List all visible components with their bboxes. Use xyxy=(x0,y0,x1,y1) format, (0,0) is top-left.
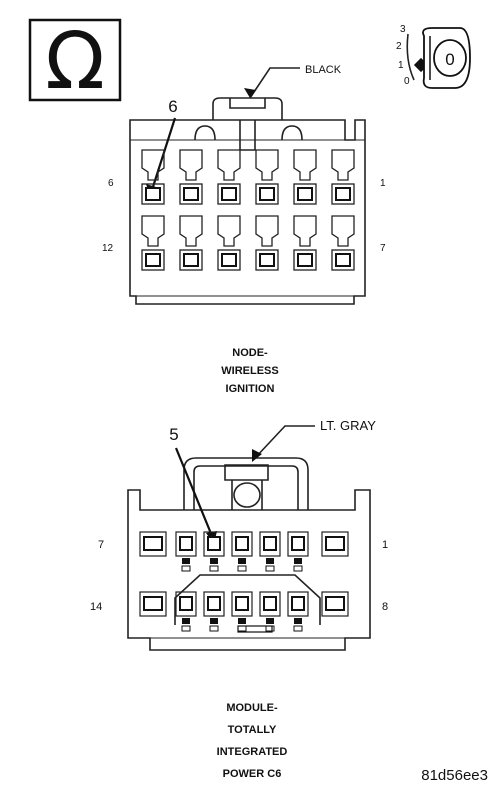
top-cavity-pin-3 xyxy=(255,149,279,205)
top-cavity-pin-9 xyxy=(255,215,279,271)
connector-top: BLACK 6 6 1 12 7 NODE- WIRELESS IGNITION xyxy=(102,64,386,395)
connector-top-color-label: BLACK xyxy=(305,64,342,76)
connector-bottom-pin-8-label: 8 xyxy=(382,601,388,613)
top-cavity-pin-10 xyxy=(217,215,241,271)
bottom-cavity-pin-8 xyxy=(321,591,349,617)
ohm-symbol-box: Ω xyxy=(28,17,122,107)
connector-top-pin-12-label: 12 xyxy=(102,243,114,254)
top-cavity-pin-8 xyxy=(293,215,317,271)
connector-top-cavities xyxy=(141,149,355,271)
connector-top-caption-line-2: WIRELESS xyxy=(221,365,278,377)
top-cavity-pin-12 xyxy=(141,215,165,271)
connector-bottom-caption-line-4: POWER C6 xyxy=(223,768,282,780)
connector-bottom-caption-line-1: MODULE- xyxy=(226,702,278,714)
key-position-2: 2 xyxy=(396,41,402,52)
top-cavity-pin-6 xyxy=(141,149,165,205)
bottom-cavity-pin-2 xyxy=(287,531,309,572)
key-label: 0 xyxy=(445,50,454,69)
connector-bottom-caption-line-2: TOTALLY xyxy=(228,724,277,736)
connector-bottom-caption-line-3: INTEGRATED xyxy=(217,746,288,758)
connector-bottom-pin-7-label: 7 xyxy=(98,539,104,551)
connector-bottom-pin-14-label: 14 xyxy=(90,601,102,613)
bottom-cavity-pin-13 xyxy=(175,591,197,632)
connector-bottom-cavities xyxy=(139,531,349,632)
bottom-cavity-pin-4 xyxy=(231,531,253,572)
key-position-0: 0 xyxy=(404,76,410,87)
figure-id: 81d56ee3 xyxy=(421,767,488,784)
connector-bottom: LT. GRAY 5 7 1 14 8 MODULE- TOTALLY INTE… xyxy=(90,418,388,780)
connector-top-callout-number: 6 xyxy=(168,97,177,116)
connector-top-caption-line-3: IGNITION xyxy=(226,383,275,395)
top-cavity-pin-1 xyxy=(331,149,355,205)
top-cavity-pin-11 xyxy=(179,215,203,271)
bottom-cavity-pin-5 xyxy=(203,531,225,572)
connector-top-pin-7-label: 7 xyxy=(380,243,386,254)
ignition-key-icon: 3 2 1 0 0 xyxy=(396,24,471,89)
bottom-cavity-pin-6 xyxy=(175,531,197,572)
top-cavity-pin-7 xyxy=(331,215,355,271)
top-cavity-pin-2 xyxy=(293,149,317,205)
bottom-cavity-pin-3 xyxy=(259,531,281,572)
key-position-1: 1 xyxy=(398,60,404,71)
key-position-3: 3 xyxy=(400,24,406,35)
connector-top-caption-line-1: NODE- xyxy=(232,347,268,359)
bottom-cavity-pin-12 xyxy=(203,591,225,632)
bottom-cavity-pin-9 xyxy=(287,591,309,632)
connector-bottom-callout-number: 5 xyxy=(169,425,178,444)
top-cavity-pin-4 xyxy=(217,149,241,205)
bottom-cavity-pin-11 xyxy=(231,591,253,632)
connector-top-pin-6-label: 6 xyxy=(108,178,114,189)
bottom-cavity-pin-7 xyxy=(139,531,167,557)
connector-bottom-color-label: LT. GRAY xyxy=(320,418,376,433)
connector-top-pin-1-label: 1 xyxy=(380,178,386,189)
bottom-cavity-pin-1 xyxy=(321,531,349,557)
bottom-cavity-pin-10 xyxy=(259,591,281,632)
ohm-icon: Ω xyxy=(45,17,105,107)
top-cavity-pin-5 xyxy=(179,149,203,205)
bottom-cavity-pin-14 xyxy=(139,591,167,617)
connector-bottom-pin-1-label: 1 xyxy=(382,539,388,551)
